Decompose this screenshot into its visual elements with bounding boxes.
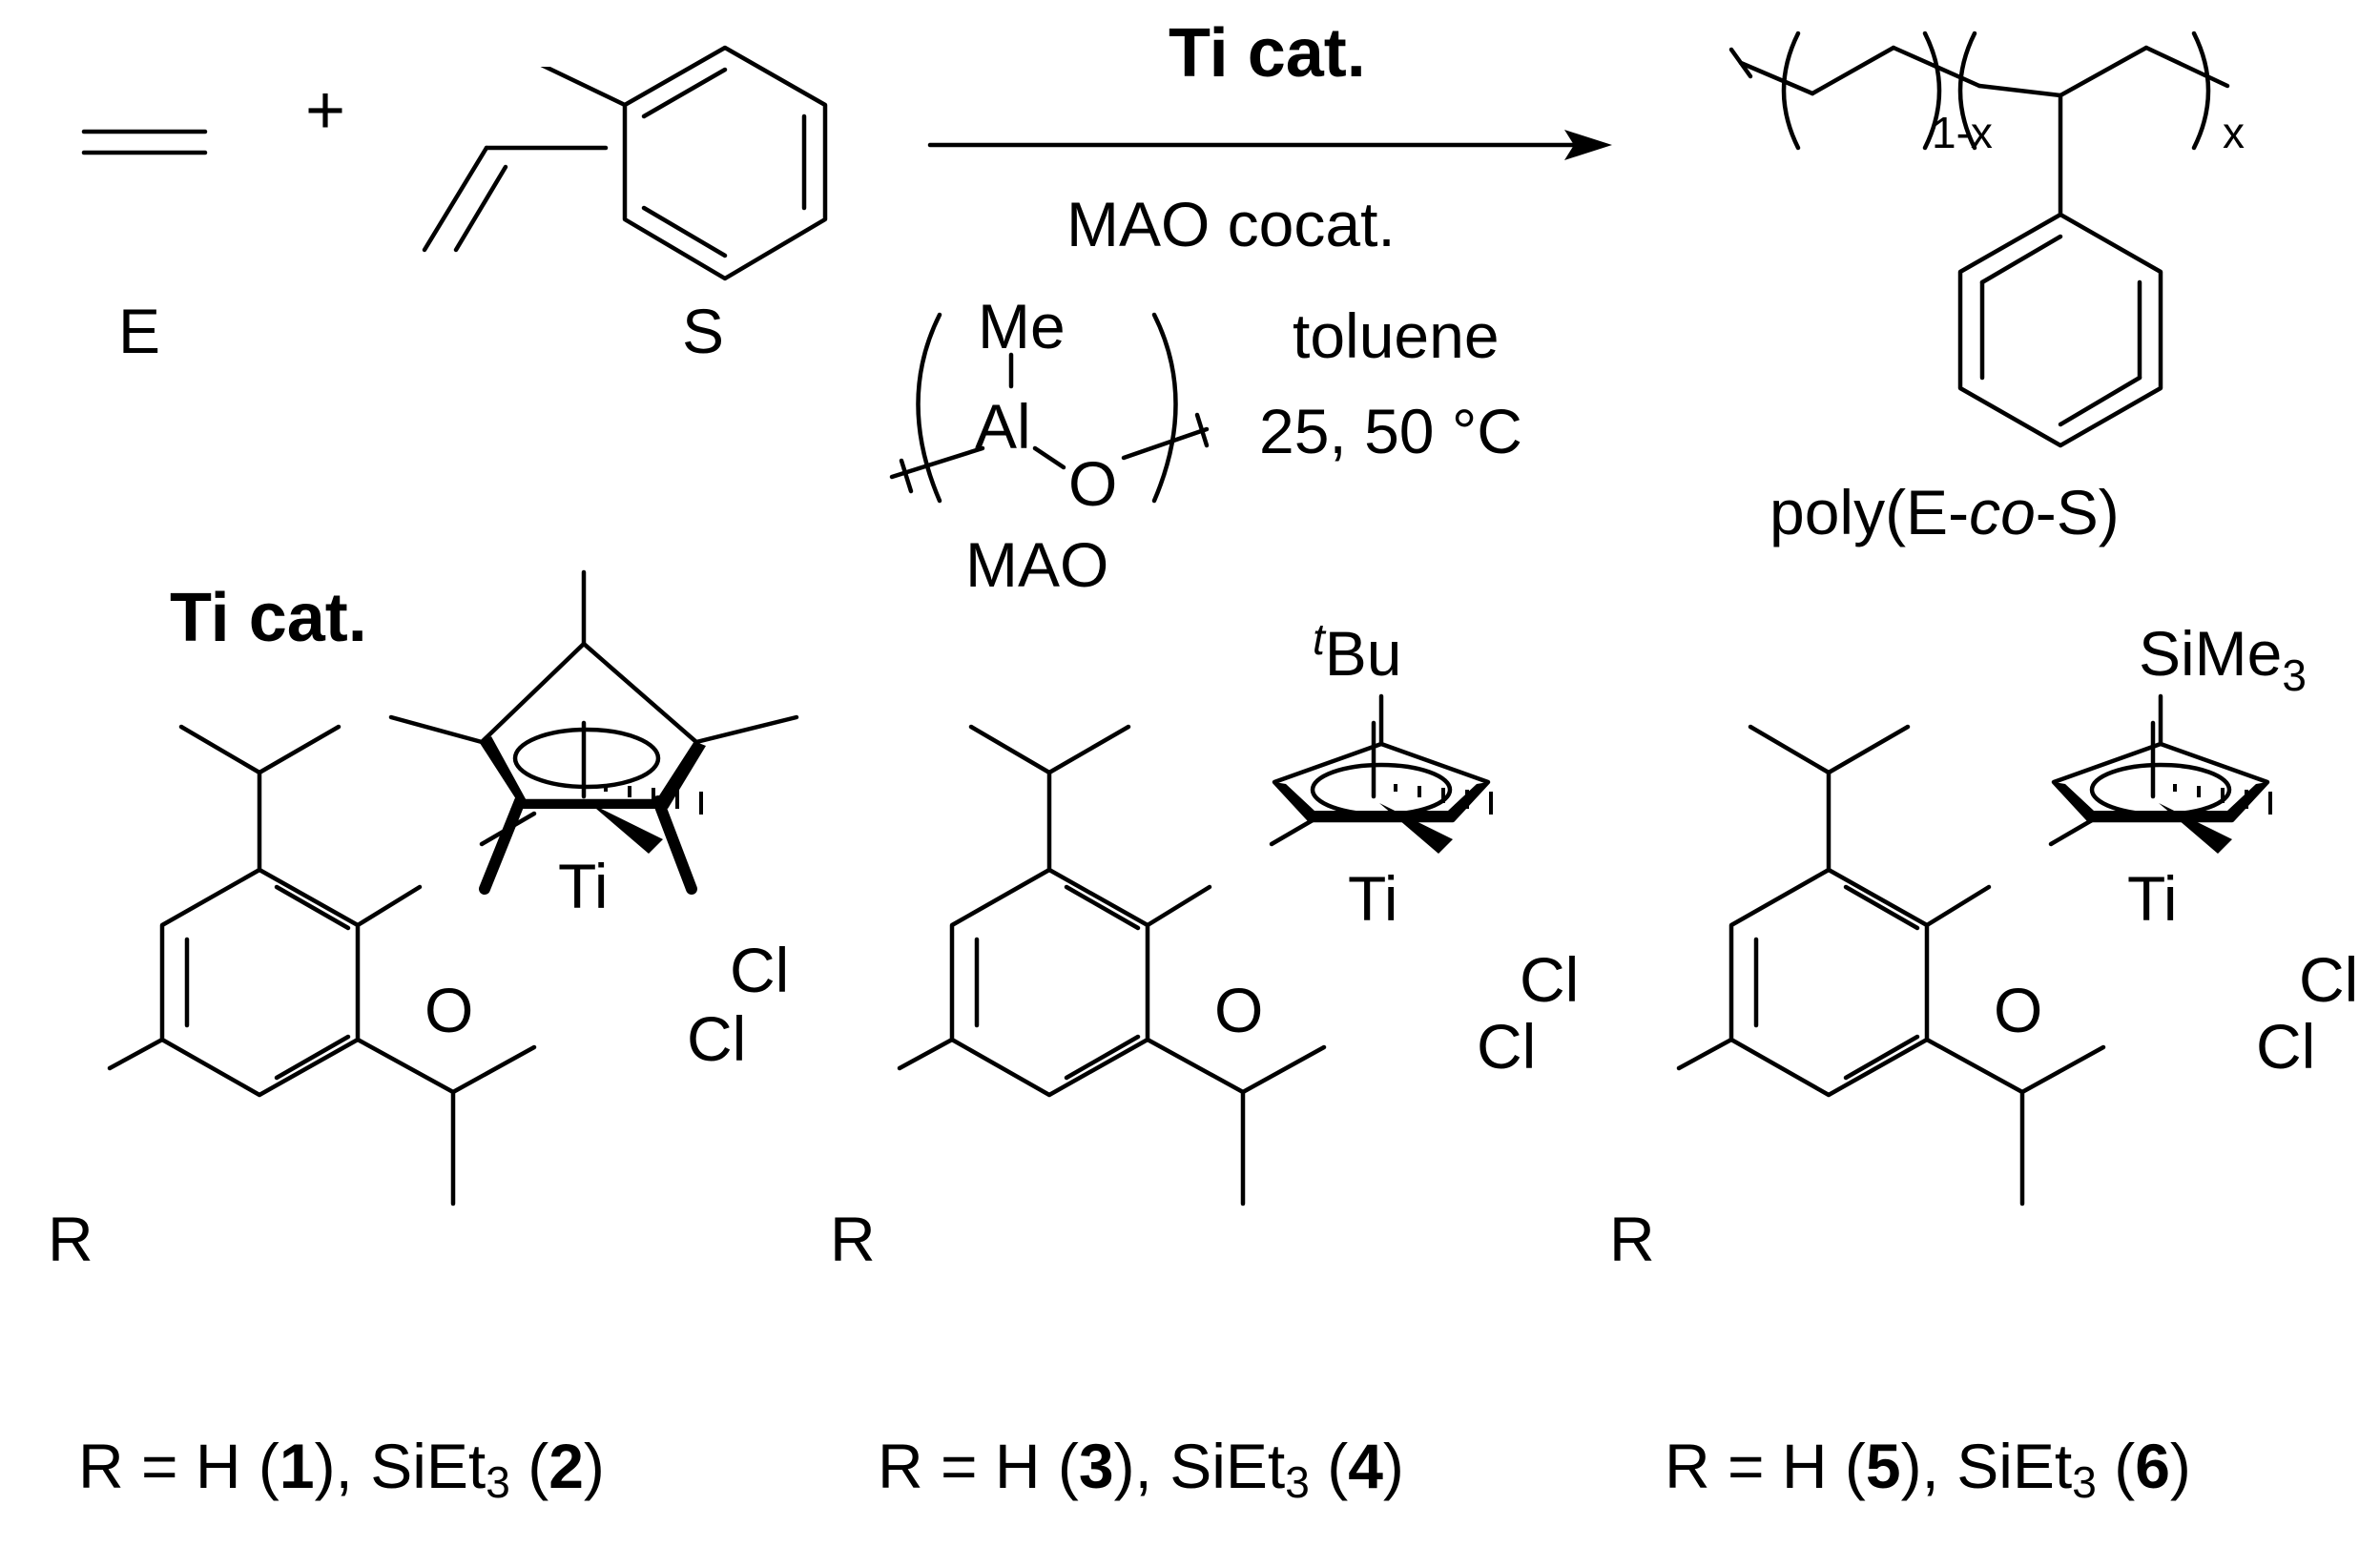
catalyst-3-4-structure <box>900 693 1491 1204</box>
catalyst-3-cl-1: Cl <box>1520 944 1579 1015</box>
product-label: poly(E-co-S) <box>1769 477 2120 547</box>
catalyst-5-cp-substituent: SiMe3 <box>2139 618 2307 700</box>
catalyst-3-cp-substituent: tBu <box>1313 614 1402 689</box>
catalyst-5-o: O <box>1994 975 2042 1045</box>
catalyst-1-ti: Ti <box>558 851 609 921</box>
catalyst-1-cl-2: Cl <box>687 1003 746 1074</box>
mao-al: Al <box>975 391 1031 462</box>
catalyst-5-cl-2: Cl <box>2256 1011 2315 1082</box>
arrow-top-label: Ti cat. <box>1169 15 1366 92</box>
catalyst-3-ti: Ti <box>1348 863 1398 934</box>
catalyst-caption-3-4: R = H (3), SiEt3 (4) <box>878 1431 1404 1507</box>
mao-label: MAO <box>965 529 1108 600</box>
mao-structure <box>889 312 1210 504</box>
catalyst-1-o: O <box>424 975 473 1045</box>
catalyst-1-2-structure <box>110 569 799 1204</box>
ethylene-structure <box>81 129 208 155</box>
solvent-label: toluene <box>1293 300 1500 371</box>
styrene-label: S <box>682 296 724 366</box>
temperature-label: 25, 50 °C <box>1259 396 1522 466</box>
product-subscript-x: x <box>2223 108 2245 157</box>
product-structure <box>1728 31 2230 448</box>
catalyst-1-cl-1: Cl <box>730 935 789 1005</box>
catalyst-heading: Ti cat. <box>170 580 367 656</box>
styrene-vinyl <box>422 145 609 253</box>
catalyst-3-o: O <box>1214 975 1263 1045</box>
mao-me: Me <box>978 291 1066 361</box>
catalyst-caption-5-6: R = H (5), SiEt3 (6) <box>1665 1431 2191 1507</box>
catalyst-caption-1-2: R = H (1), SiEt3 (2) <box>78 1431 605 1507</box>
mao-o: O <box>1068 448 1117 519</box>
catalyst-5-6-structure <box>1679 693 2270 1204</box>
catalyst-5-ti: Ti <box>2127 863 2178 934</box>
catalyst-1-r: R <box>48 1204 93 1274</box>
arrow-bottom-label: MAO cocat. <box>1066 189 1396 259</box>
styrene-structure <box>503 45 828 281</box>
plus-sign: + <box>305 72 345 149</box>
product-subscript-1-x: 1-x <box>1932 108 1993 157</box>
ethylene-label: E <box>118 296 160 366</box>
catalyst-3-r: R <box>830 1204 876 1274</box>
catalyst-5-cl-1: Cl <box>2299 944 2358 1015</box>
catalyst-5-r: R <box>1609 1204 1655 1274</box>
reaction-arrow <box>927 130 1612 160</box>
catalyst-3-cl-2: Cl <box>1477 1011 1536 1082</box>
